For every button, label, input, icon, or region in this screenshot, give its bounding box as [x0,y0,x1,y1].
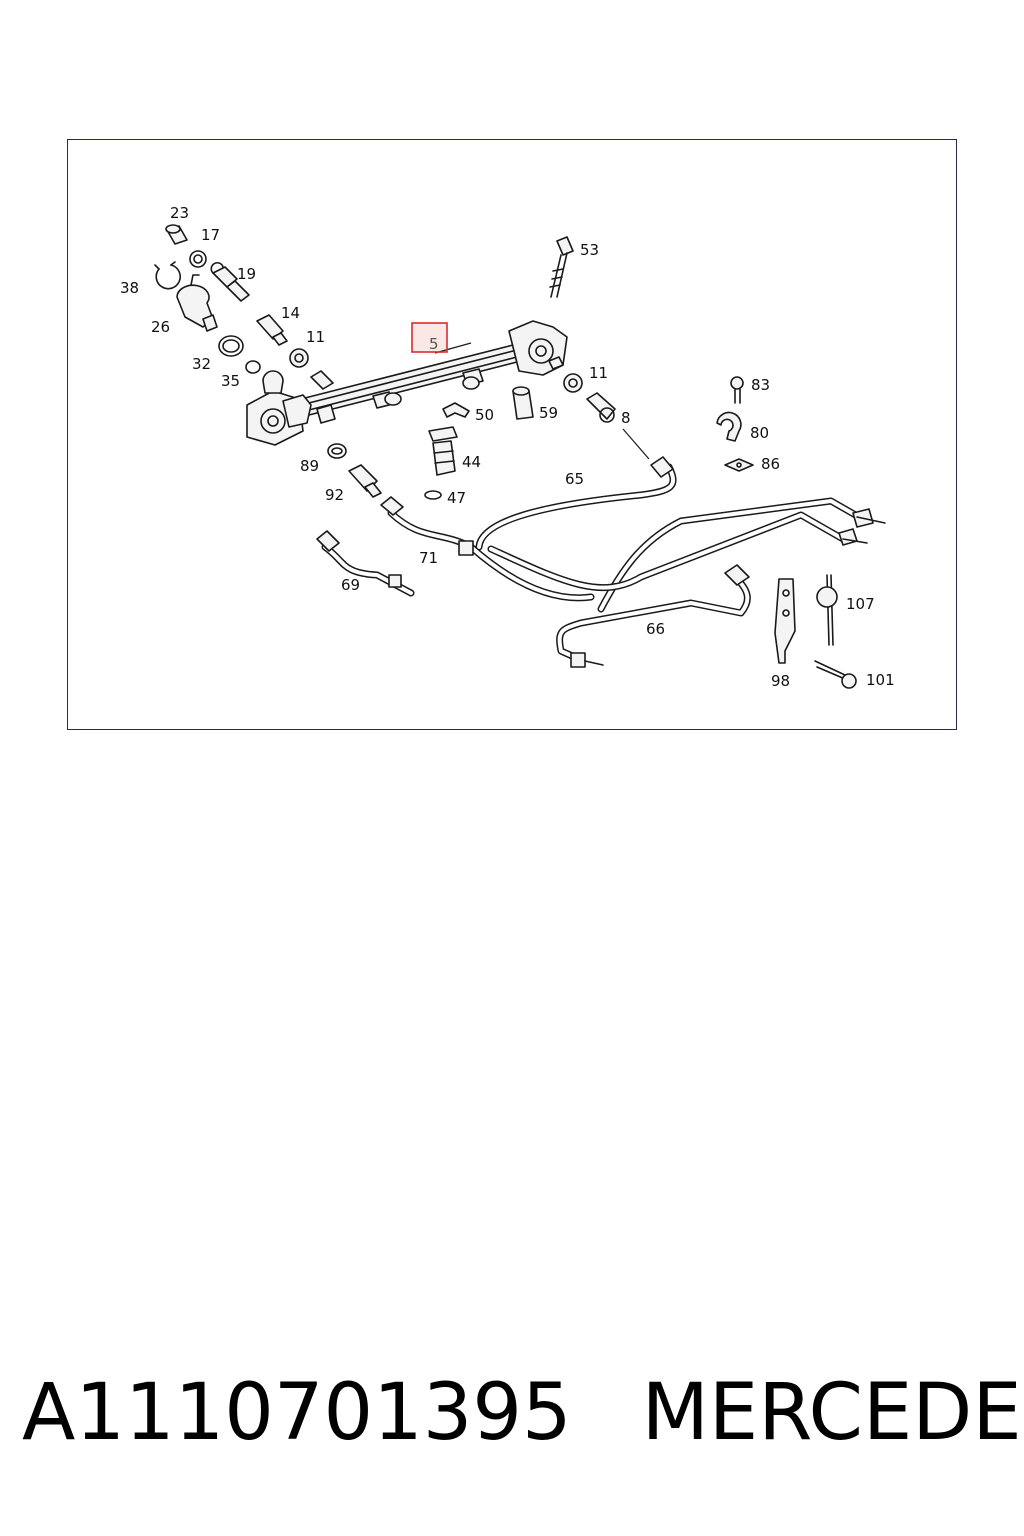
callout-5-highlight [411,322,448,353]
callout-labels: 23 17 19 38 26 14 11 32 35 5 53 11 8 83 … [120,204,895,690]
part-50-clip [442,402,470,418]
callout-38[interactable]: 38 [120,279,139,297]
callout-89[interactable]: 89 [300,457,319,475]
callout-11-right[interactable]: 11 [589,364,608,382]
callout-19[interactable]: 19 [237,265,256,283]
brand-name: MERCEDES [641,1368,1024,1458]
callout-59[interactable]: 59 [539,404,558,422]
part-17-ring [189,250,207,268]
fuel-rail [246,320,568,446]
part-59-sleeve [512,386,534,420]
callout-66[interactable]: 66 [646,620,665,638]
part-98-bracket [774,578,796,664]
part-26-damper [176,274,218,332]
footer-caption: A1110701395 MERCEDES [22,1368,1024,1458]
part-47-ring [424,490,442,500]
part-small-nipple [310,370,334,390]
part-8-union [586,392,616,423]
pipe-69 [316,530,415,597]
callout-86[interactable]: 86 [761,455,780,473]
callout-8[interactable]: 8 [621,409,631,427]
part-80-clamp [716,411,742,442]
part-38-clip [154,261,181,290]
part-35-ring [245,360,261,374]
part-107-tie [816,574,838,646]
callout-92[interactable]: 92 [325,486,344,504]
callout-5[interactable]: 5 [429,335,439,353]
callout-98[interactable]: 98 [771,672,790,690]
callout-17[interactable]: 17 [201,226,220,244]
callout-107[interactable]: 107 [846,595,875,613]
callout-80[interactable]: 80 [750,424,769,442]
callout-69[interactable]: 69 [341,576,360,594]
callout-23[interactable]: 23 [170,204,189,222]
part-23-sleeve [165,224,188,245]
callout-11-left[interactable]: 11 [306,328,325,346]
callout-65[interactable]: 65 [565,470,584,488]
part-32-ring [218,335,244,357]
part-44-injector [428,426,458,476]
callout-101[interactable]: 101 [866,671,895,689]
callout-32[interactable]: 32 [192,355,211,373]
callout-71[interactable]: 71 [419,549,438,567]
part-number: A1110701395 [22,1368,572,1458]
parts-diagram: 23 17 19 38 26 14 11 32 35 5 53 11 8 83 … [120,204,895,690]
diagram-frame: 23 17 19 38 26 14 11 32 35 5 53 11 8 83 … [67,139,957,730]
pipe-66 [556,564,751,668]
part-86-nut [724,458,754,472]
part-101-screw [814,660,857,689]
part-92-fitting [348,464,382,498]
part-53-bolt [549,236,574,298]
callout-47[interactable]: 47 [447,489,466,507]
callout-44[interactable]: 44 [462,453,481,471]
part-14-fitting [256,314,288,346]
part-83-bolt [730,376,744,404]
part-11-ring-left [289,348,309,368]
pipe-71 [380,496,595,602]
part-19-valve [210,261,250,302]
part-11-ring-right [563,373,583,393]
callout-14[interactable]: 14 [281,304,300,322]
pipe-65 [475,456,886,613]
callout-26[interactable]: 26 [151,318,170,336]
callout-53[interactable]: 53 [580,241,599,259]
callout-50[interactable]: 50 [475,406,494,424]
callout-83[interactable]: 83 [751,376,770,394]
callout-35[interactable]: 35 [221,372,240,390]
part-89-ring [327,443,347,459]
